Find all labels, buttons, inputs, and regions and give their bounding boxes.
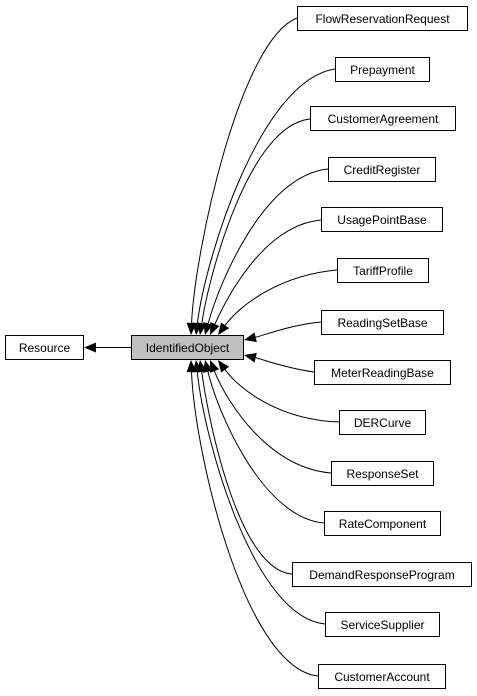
arrowhead-subclass-9: [209, 360, 220, 373]
subclass-node-demand-response-program[interactable]: DemandResponseProgram: [292, 562, 472, 587]
edge-subclass-2: [201, 118, 311, 324]
subclass-node-label: ResponseSet: [346, 466, 419, 481]
subclass-node-flow-reservation-request[interactable]: FlowReservationRequest: [297, 6, 468, 31]
subclass-node-label: RateComponent: [338, 516, 427, 531]
subclass-node-label: MeterReadingBase: [331, 365, 434, 380]
edge-subclass-3: [207, 168, 329, 324]
subclass-node-response-set[interactable]: ResponseSet: [331, 461, 434, 486]
subclass-node-reading-set-base[interactable]: ReadingSetBase: [321, 310, 444, 335]
subclass-node-label: CustomerAgreement: [327, 111, 439, 126]
subclass-node-customer-agreement[interactable]: CustomerAgreement: [310, 106, 456, 131]
subclass-node-label: CustomerAccount: [334, 669, 430, 684]
subclass-node-tariff-profile[interactable]: TariffProfile: [337, 258, 429, 283]
arrowhead-resource: [84, 342, 96, 353]
arrowhead-subclass-13: [186, 360, 197, 373]
edge-subclass-1: [196, 68, 336, 324]
edge-subclass-8: [224, 369, 340, 423]
resource-node-label: Resource: [18, 340, 71, 355]
edge-subclass-9: [213, 370, 332, 474]
arrowhead-subclass-4: [210, 322, 220, 335]
subclass-node-service-supplier[interactable]: ServiceSupplier: [325, 612, 440, 637]
subclass-node-label: UsagePointBase: [337, 212, 427, 227]
subclass-node-credit-register[interactable]: CreditRegister: [328, 157, 436, 182]
subclass-node-rate-component[interactable]: RateComponent: [324, 511, 441, 536]
identified-object-node[interactable]: IdentifiedObject: [131, 335, 244, 360]
subclass-node-label: DemandResponseProgram: [309, 567, 455, 582]
subclass-node-label: ReadingSetBase: [337, 315, 428, 330]
edge-subclass-5: [224, 269, 338, 326]
edge-subclass-7: [255, 357, 315, 373]
edge-subclass-10: [207, 371, 325, 524]
arrowhead-subclass-6: [244, 332, 257, 343]
subclass-node-label: ServiceSupplier: [340, 617, 425, 632]
identified-object-node-label: IdentifiedObject: [145, 340, 230, 355]
subclass-node-label: FlowReservationRequest: [315, 11, 450, 26]
edge-subclass-0: [191, 17, 298, 324]
subclass-node-label: DERCurve: [353, 415, 412, 430]
edge-subclass-12: [196, 371, 326, 625]
arrowhead-subclass-7: [244, 352, 257, 363]
subclass-node-der-curve[interactable]: DERCurve: [339, 410, 426, 435]
arrowhead-subclass-5: [218, 322, 230, 335]
subclass-node-label: CreditRegister: [343, 162, 421, 177]
subclass-node-customer-account[interactable]: CustomerAccount: [318, 664, 446, 689]
subclass-node-prepayment[interactable]: Prepayment: [335, 57, 430, 82]
subclass-node-label: TariffProfile: [353, 263, 413, 278]
subclass-node-usage-point-base[interactable]: UsagePointBase: [321, 207, 443, 232]
arrowhead-subclass-8: [218, 360, 230, 373]
edge-subclass-11: [201, 371, 293, 575]
edge-subclass-6: [255, 321, 322, 338]
subclass-node-meter-reading-base[interactable]: MeterReadingBase: [314, 360, 451, 385]
resource-node[interactable]: Resource: [5, 335, 84, 360]
subclass-node-label: Prepayment: [350, 62, 415, 77]
edge-subclass-13: [191, 371, 319, 677]
edge-subclass-4: [214, 219, 322, 325]
